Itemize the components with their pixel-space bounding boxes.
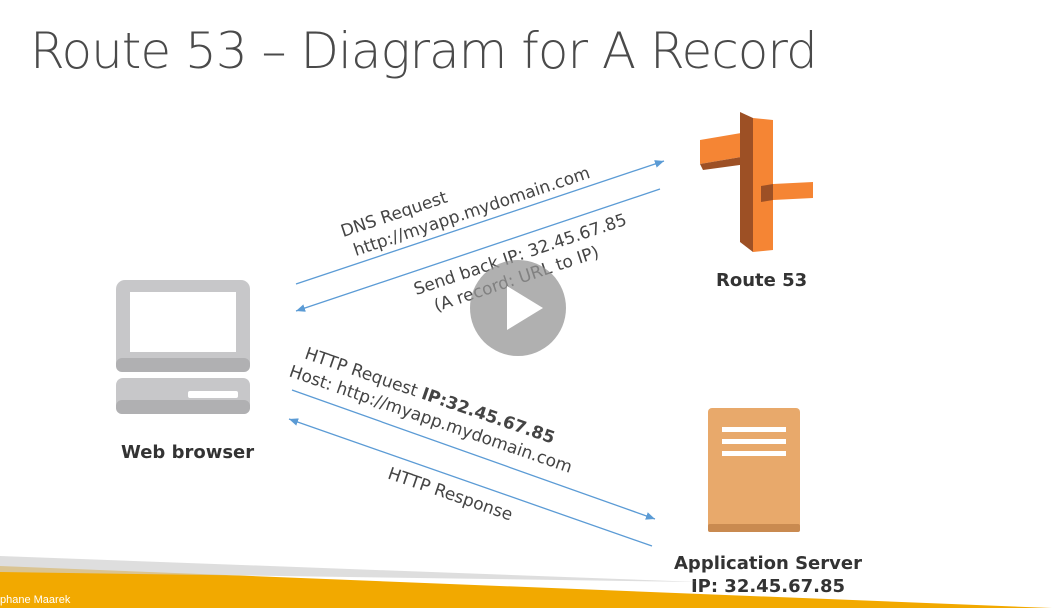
route53-label: Route 53 bbox=[716, 270, 808, 291]
dns-response-arrow bbox=[295, 188, 661, 312]
web-browser-label: Web browser bbox=[121, 442, 255, 463]
http-request-arrow bbox=[291, 389, 656, 520]
http-response-arrow bbox=[288, 418, 653, 547]
route53-icon bbox=[700, 112, 813, 252]
app-server-ip: IP: 32.45.67.85 bbox=[690, 576, 846, 597]
footer-accent bbox=[0, 556, 1052, 608]
app-server-label: Application Server IP: 32.45.67.85 bbox=[674, 552, 862, 598]
app-server-name: Application Server bbox=[674, 553, 862, 574]
slide-title: Route 53 – Diagram for A Record bbox=[30, 22, 818, 80]
computer-icon bbox=[116, 280, 250, 414]
play-icon bbox=[507, 286, 543, 330]
dns-request-arrow bbox=[295, 160, 665, 285]
server-icon bbox=[708, 408, 800, 532]
author-credit: phane Maarek bbox=[0, 594, 71, 606]
play-button[interactable] bbox=[470, 260, 566, 356]
